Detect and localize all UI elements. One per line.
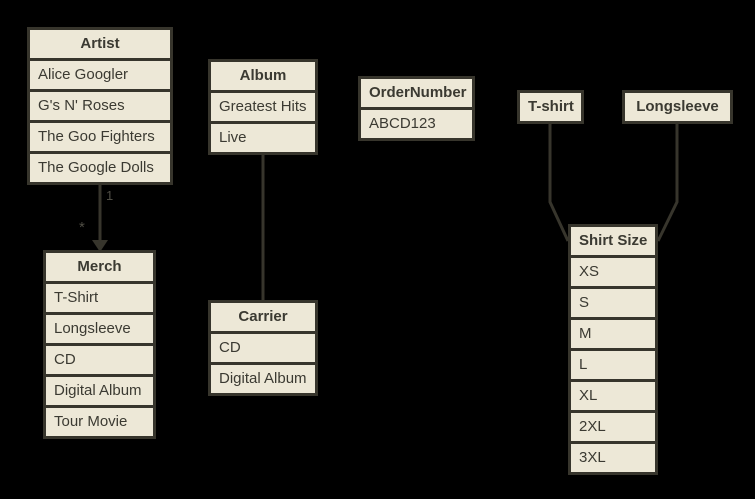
table-shirtsize-row: XL — [571, 382, 655, 410]
connector-tshirt-shirtsize — [548, 124, 570, 242]
table-artist-row: The Goo Fighters — [30, 123, 170, 151]
connector-longsleeve-shirtsize — [656, 124, 679, 242]
table-carrier-row: Digital Album — [211, 365, 315, 393]
table-shirtsize-row: M — [571, 320, 655, 348]
table-album-header: Album — [211, 62, 315, 90]
table-shirtsize-row: 2XL — [571, 413, 655, 441]
table-merch-row: T-Shirt — [46, 284, 153, 312]
table-longsleeve: Longsleeve — [622, 90, 733, 124]
table-tshirt-header: T-shirt — [520, 93, 581, 121]
table-merch-row: CD — [46, 346, 153, 374]
multiplicity-label-one: 1 — [106, 188, 114, 203]
table-merch-row: Longsleeve — [46, 315, 153, 343]
table-album-row: Greatest Hits — [211, 93, 315, 121]
table-merch-row: Tour Movie — [46, 408, 153, 436]
table-artist-row: Alice Googler — [30, 61, 170, 89]
table-shirtsize-header: Shirt Size — [571, 227, 655, 255]
multiplicity-label-many: * — [79, 219, 85, 236]
table-merch-row: Digital Album — [46, 377, 153, 405]
table-album-row: Live — [211, 124, 315, 152]
table-shirtsize-row: L — [571, 351, 655, 379]
table-artist-row: The Google Dolls — [30, 154, 170, 182]
table-ordernumber-header: OrderNumber — [361, 79, 472, 107]
table-artist-header: Artist — [30, 30, 170, 58]
table-carrier-row: CD — [211, 334, 315, 362]
table-merch-header: Merch — [46, 253, 153, 281]
table-shirtsize-row: S — [571, 289, 655, 317]
table-tshirt: T-shirt — [517, 90, 584, 124]
table-shirtsize-row: 3XL — [571, 444, 655, 472]
table-longsleeve-header: Longsleeve — [625, 93, 730, 121]
table-ordernumber-row: ABCD123 — [361, 110, 472, 138]
table-artist-row: G's N' Roses — [30, 92, 170, 120]
table-shirtsize-row: XS — [571, 258, 655, 286]
table-carrier-header: Carrier — [211, 303, 315, 331]
